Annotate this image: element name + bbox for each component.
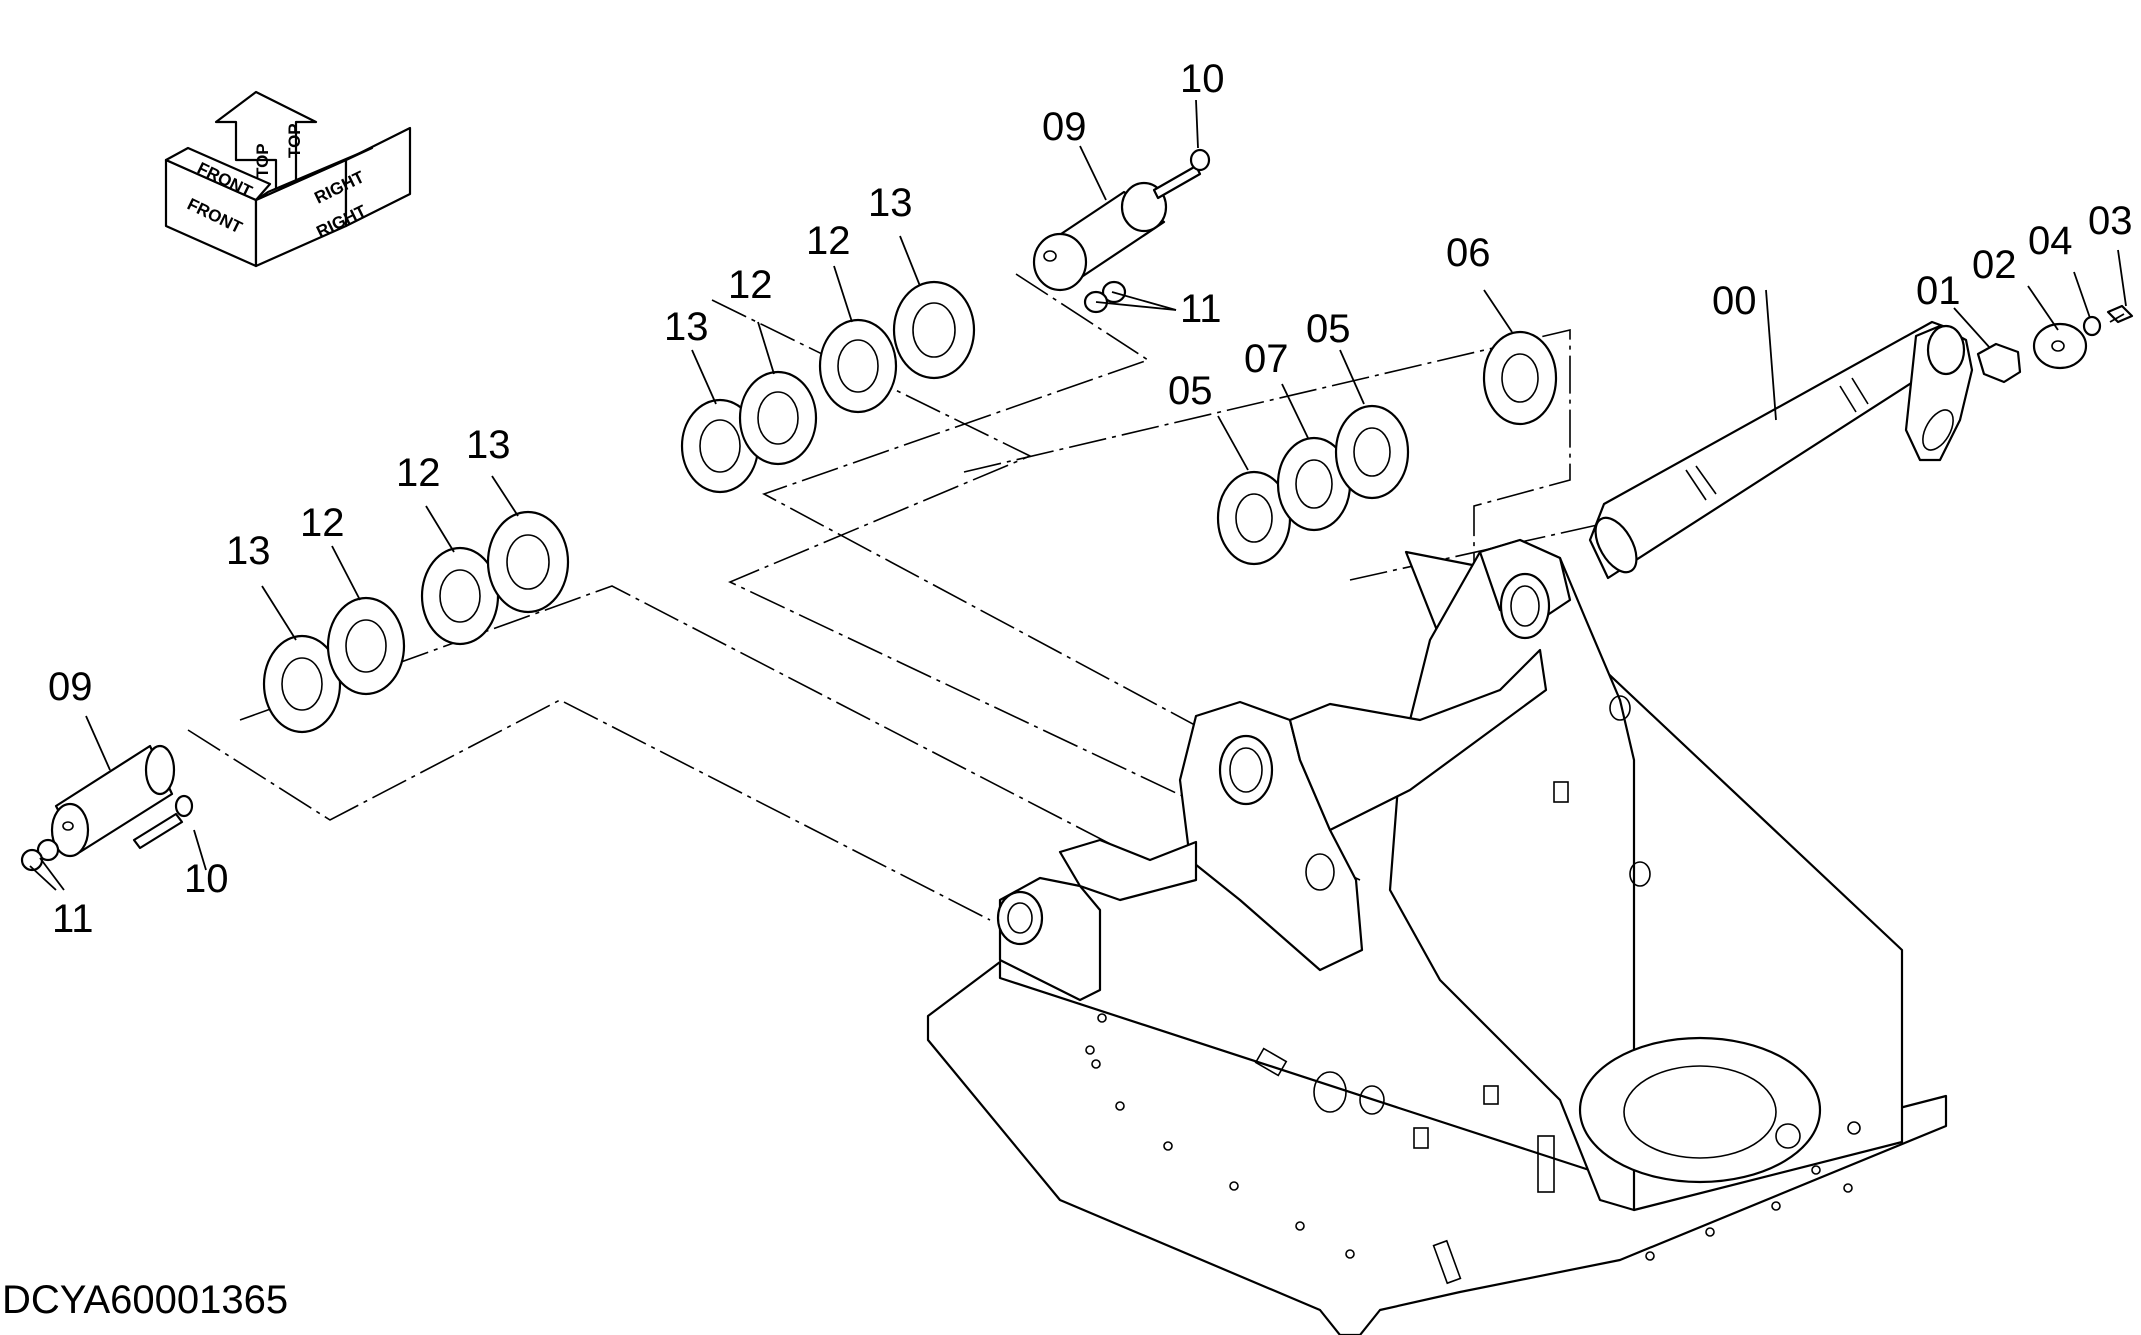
callout-12-lower-b: 12 bbox=[396, 451, 441, 495]
callout-13-lower-b: 13 bbox=[466, 423, 511, 467]
callout-05-right: 05 bbox=[1306, 307, 1351, 351]
orientation-top-label: TOP bbox=[253, 143, 272, 178]
callout-12-upper-a: 12 bbox=[728, 263, 773, 307]
callout-05-left: 05 bbox=[1168, 369, 1213, 413]
callout-13-upper-b: 13 bbox=[868, 181, 913, 225]
callout-03: 03 bbox=[2088, 199, 2133, 243]
boom-frame bbox=[926, 538, 1948, 1335]
lower-shim-group bbox=[262, 510, 570, 734]
upper-pin-assembly bbox=[1032, 148, 1211, 314]
callout-10-lower: 10 bbox=[184, 857, 229, 901]
upper-shim-group bbox=[680, 280, 976, 494]
middle-shim-group bbox=[1216, 330, 1558, 566]
orientation-top-label-mirror: TOP bbox=[285, 123, 304, 158]
callout-02: 02 bbox=[1972, 243, 2017, 287]
main-pin-assembly bbox=[1588, 304, 2134, 580]
callout-12-upper-b: 12 bbox=[806, 219, 851, 263]
lower-pin-assembly bbox=[20, 744, 194, 872]
callout-07: 07 bbox=[1244, 337, 1289, 381]
orientation-arrow-icon: FRONT FRONT TOP TOP RIGHT RIGHT bbox=[164, 90, 412, 268]
callout-12-lower-a: 12 bbox=[300, 501, 345, 545]
callout-13-upper-a: 13 bbox=[664, 305, 709, 349]
callout-leaders bbox=[29, 99, 2127, 891]
figure-code: DCYA60001365 bbox=[2, 1278, 289, 1322]
callout-00: 00 bbox=[1712, 279, 1757, 323]
callout-11-lower: 11 bbox=[52, 897, 94, 941]
callout-09-upper: 09 bbox=[1042, 105, 1087, 149]
callout-10-upper: 10 bbox=[1180, 57, 1225, 101]
callout-09-lower: 09 bbox=[48, 665, 93, 709]
callout-13-lower-a: 13 bbox=[226, 529, 271, 573]
callout-labels: 00 01 02 03 04 05 05 06 07 09 10 11 12 1… bbox=[48, 57, 2133, 941]
callout-06: 06 bbox=[1446, 231, 1491, 275]
callout-11-upper: 11 bbox=[1180, 287, 1222, 331]
callout-01: 01 bbox=[1916, 269, 1961, 313]
callout-04: 04 bbox=[2028, 219, 2073, 263]
